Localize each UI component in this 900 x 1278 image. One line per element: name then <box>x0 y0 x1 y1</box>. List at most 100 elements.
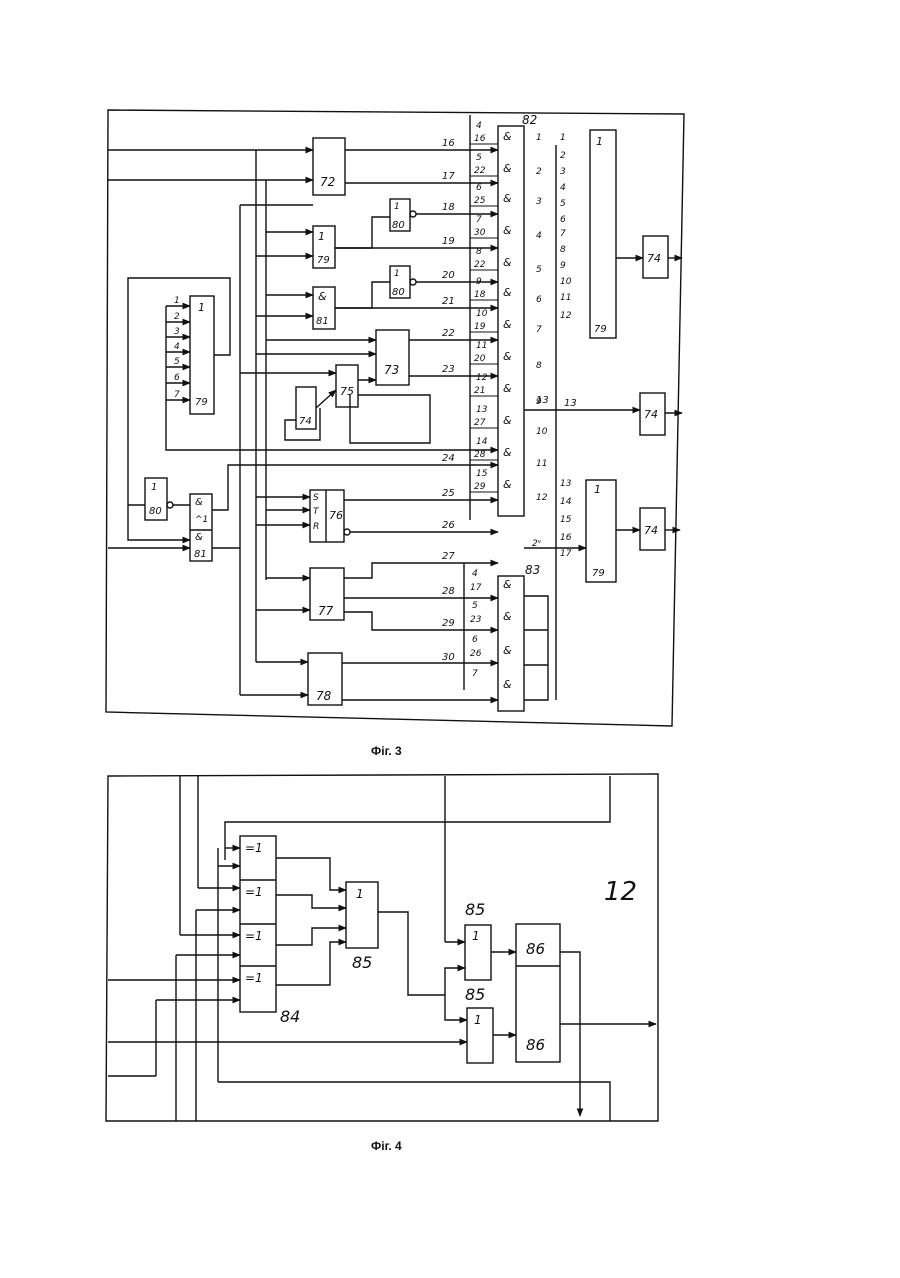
label-76-r: R <box>313 522 319 532</box>
label-76: 76 <box>329 509 343 522</box>
gate82-pair-bottom: 25 <box>474 196 486 206</box>
label-83: 83 <box>525 563 540 577</box>
gate82-output-labels: 123456789101112 <box>536 133 548 503</box>
block-79-right-2 <box>586 480 616 582</box>
gate82-pair-bottom: 16 <box>474 134 486 144</box>
fig4-frame <box>106 774 658 1121</box>
label-79-right-1-num: 79 <box>594 324 607 335</box>
left-input-label: 3 <box>174 327 180 337</box>
gate83-and-symbol: & <box>503 678 512 691</box>
gate82-pair-bottom: 21 <box>474 386 485 396</box>
gate82-output-label: 1 <box>536 133 542 143</box>
gate83-and-symbol: & <box>503 610 512 623</box>
label-84: 84 <box>280 1007 300 1026</box>
xor-gate-label: =1 <box>245 929 263 943</box>
gate82-pair-top: 12 <box>476 373 488 383</box>
label-79-left-sym: 1 <box>198 301 205 314</box>
left-input-label: 1 <box>174 296 180 306</box>
gate83-pair-bottom: 26 <box>470 649 482 659</box>
gate82-pair-bottom: 22 <box>474 166 486 176</box>
label-80-left-num: 80 <box>149 506 162 517</box>
label-mid-2v: 2ᵛ <box>532 539 542 549</box>
bus-label: 23 <box>442 364 455 375</box>
bus-label: 26 <box>442 520 455 531</box>
label-82: 82 <box>522 113 537 127</box>
label-74b: 74 <box>644 408 658 421</box>
or1-input-label: 5 <box>560 199 566 209</box>
figure-4-labels: =1=1=1=1 84 1 85 1 85 1 85 86 86 12 <box>245 841 637 1054</box>
label-85-top: 85 <box>465 900 485 919</box>
gate82-output-label: 10 <box>536 427 548 437</box>
or1-input-label: 6 <box>560 215 566 225</box>
gate82-pair-top: 11 <box>476 341 487 351</box>
gate82-pair-bottom: 29 <box>474 482 486 492</box>
label-80a-sym: 1 <box>394 202 400 212</box>
gate82-and-symbol: & <box>503 224 512 237</box>
label-81-left-and2: & <box>195 532 203 543</box>
bus-label: 18 <box>442 202 455 213</box>
gate82-output-label: 5 <box>536 265 542 275</box>
label-86-bot: 86 <box>526 1036 545 1054</box>
label-79a-num: 79 <box>317 255 330 266</box>
label-77: 77 <box>318 604 334 618</box>
gate82-and-symbol: & <box>503 350 512 363</box>
gate82-output-label: 2 <box>536 167 542 177</box>
gate82-pair-bottom: 28 <box>474 450 486 460</box>
gate82-and-symbol: & <box>503 318 512 331</box>
or1-input-labels: 123456789101112 <box>560 133 572 321</box>
gate82-pair-bottom: 18 <box>474 290 486 300</box>
label-80b-num: 80 <box>392 287 405 298</box>
label-79-right-2-num: 79 <box>592 568 605 579</box>
label-79a-sym: 1 <box>318 230 325 243</box>
label-85-bot-sym: 1 <box>474 1013 482 1027</box>
gate82-pair-bottom: 22 <box>474 260 486 270</box>
xor-gate-label: =1 <box>245 885 263 899</box>
gate82-and-symbol: & <box>503 286 512 299</box>
gate82-and-symbol: & <box>503 256 512 269</box>
or1-input-label: 12 <box>560 311 572 321</box>
left-input-label: 4 <box>174 342 180 352</box>
gate82-pair-top: 8 <box>476 247 482 257</box>
label-85-bot: 85 <box>465 985 485 1004</box>
bus-label: 24 <box>442 453 455 464</box>
figure-3-labels: 72 1 79 1 80 1 80 & 81 73 75 74 1 79 1 8… <box>149 113 661 703</box>
xor-gate-label: =1 <box>245 841 263 855</box>
figure-4 <box>106 774 658 1121</box>
label-74a: 74 <box>647 252 661 265</box>
gate82-and-symbol: & <box>503 414 512 427</box>
gate82-pair-top: 9 <box>476 277 482 287</box>
label-81a-sym: & <box>318 290 327 303</box>
label-80-left-sym: 1 <box>151 482 157 493</box>
or1-input-label: 3 <box>560 167 566 177</box>
bus-label: 17 <box>442 171 455 182</box>
label-80b-sym: 1 <box>394 269 400 279</box>
bus-labels: 161718192021222324252627282930 <box>442 138 455 663</box>
gate82-pair-bottom: 30 <box>474 228 486 238</box>
gate82-output-label: 9 <box>536 397 542 407</box>
or2-input-label: 13 <box>560 479 572 489</box>
bus-label: 20 <box>442 270 455 281</box>
label-81-left-num: 81 <box>194 549 207 560</box>
or2-input-label: 17 <box>560 549 572 559</box>
gate82-pair-bottom: 27 <box>474 418 486 428</box>
label-unit-12: 12 <box>604 877 637 907</box>
gate83-pair-top: 4 <box>472 569 478 579</box>
label-85-main: 85 <box>352 953 372 972</box>
bus-label: 29 <box>442 618 455 629</box>
gate82-pair-top: 5 <box>476 153 482 163</box>
bus-label: 22 <box>442 328 455 339</box>
gate82-output-label: 8 <box>536 361 542 371</box>
gate82-output-label: 11 <box>536 459 547 469</box>
gate83-pair-top: 6 <box>472 635 478 645</box>
bus-label: 19 <box>442 236 455 247</box>
label-85-main-sym: 1 <box>356 887 364 901</box>
left-input-label: 5 <box>174 357 180 367</box>
block-79-right-1 <box>590 130 616 338</box>
or2-input-label: 16 <box>560 533 572 543</box>
label-86-top: 86 <box>526 940 545 958</box>
bus-label: 25 <box>442 488 455 499</box>
label-mid-13b: 13 <box>564 398 577 409</box>
bus-label: 21 <box>442 296 455 307</box>
